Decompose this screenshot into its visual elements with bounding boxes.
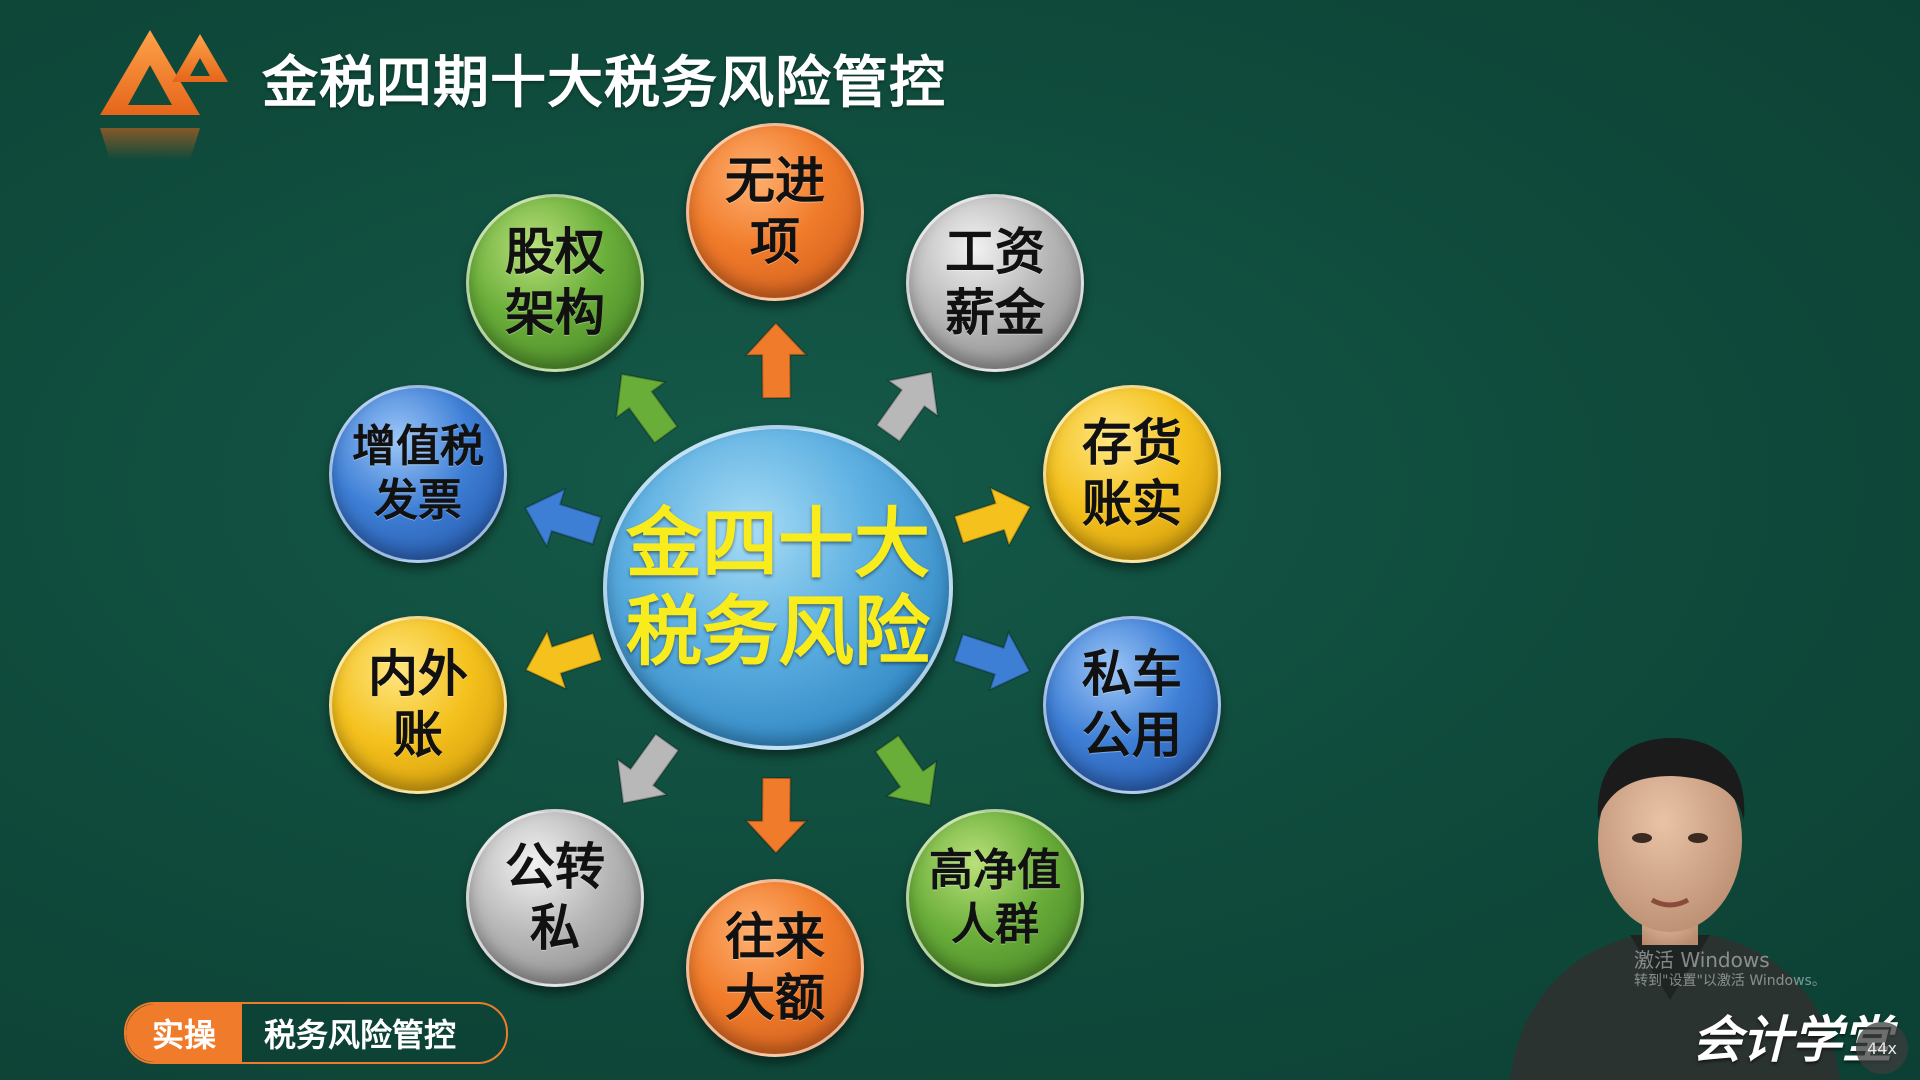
- risk-node-label: 公转 私: [505, 838, 605, 957]
- watermark-line2: 转到"设置"以激活 Windows。: [1634, 973, 1826, 989]
- presenter-video: [1510, 738, 1840, 1080]
- arrow-top-right: [875, 370, 939, 443]
- risk-node-top-right: 工资 薪金: [906, 194, 1084, 372]
- windows-watermark: 激活 Windows 转到"设置"以激活 Windows。: [1634, 948, 1826, 991]
- risk-node-label: 存货 账实: [1082, 414, 1182, 533]
- arrow-right-lower: [952, 630, 1032, 692]
- risk-node-label: 无进 项: [725, 152, 825, 271]
- arrow-left-lower: [524, 628, 603, 691]
- arrow-top: [743, 321, 809, 400]
- arrow-bottom-left: [616, 732, 680, 805]
- risk-node-right-upper: 存货 账实: [1043, 385, 1221, 563]
- tag-text: 税务风险管控: [264, 1016, 457, 1054]
- risk-node-label: 高净值 人群: [929, 845, 1061, 950]
- risk-node-top: 无进 项: [686, 123, 864, 301]
- arrow-right-upper: [953, 486, 1032, 548]
- center-node: 金四十大 税务风险: [603, 425, 953, 750]
- arrow-top-left: [614, 372, 679, 445]
- risk-node-label: 工资 薪金: [945, 223, 1045, 342]
- arrow-bottom-right: [874, 734, 938, 807]
- risk-node-label: 内外 账: [368, 645, 468, 764]
- watermark-line1: 激活 Windows: [1634, 948, 1770, 972]
- arrow-bottom: [743, 776, 809, 855]
- center-node-label: 金四十大 税务风险: [626, 499, 930, 676]
- risk-node-bottom: 往来 大额: [686, 879, 864, 1057]
- tag-badge: 实操: [126, 1004, 242, 1062]
- risk-node-left-upper: 增值税 发票: [329, 385, 507, 563]
- risk-node-bottom-right: 高净值 人群: [906, 809, 1084, 987]
- arrow-left-upper: [523, 487, 603, 549]
- risk-node-bottom-left: 公转 私: [466, 809, 644, 987]
- speed-badge: 44x: [1856, 1022, 1908, 1074]
- risk-node-top-left: 股权 架构: [466, 194, 644, 372]
- risk-node-label: 私车 公用: [1082, 645, 1182, 764]
- risk-node-label: 往来 大额: [725, 908, 825, 1027]
- section-tag: 实操 税务风险管控: [124, 1002, 508, 1064]
- risk-node-label: 增值税 发票: [352, 421, 484, 526]
- risk-node-label: 股权 架构: [505, 223, 605, 342]
- risk-node-right-lower: 私车 公用: [1043, 616, 1221, 794]
- page-title: 金税四期十大税务风险管控: [262, 51, 946, 116]
- risk-node-left-lower: 内外 账: [329, 616, 507, 794]
- triangle-logo-icon: [100, 30, 228, 160]
